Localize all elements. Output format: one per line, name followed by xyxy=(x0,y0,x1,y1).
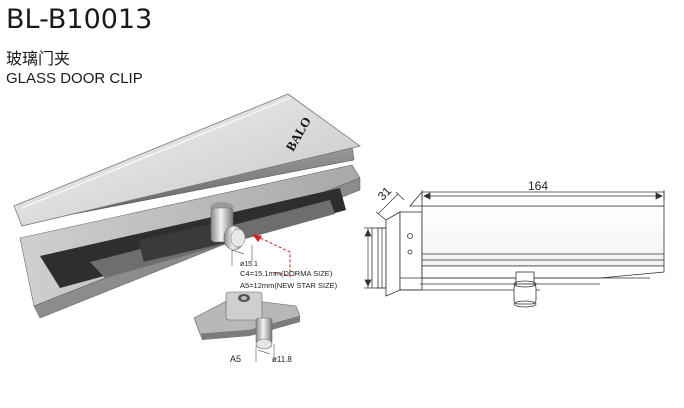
product-model: BL-B10013 xyxy=(6,4,153,35)
svg-text:ø15.1: ø15.1 xyxy=(240,261,258,268)
technical-drawing xyxy=(371,191,665,308)
spec-c4-label: C4=15.1mm(DORMA SIZE) xyxy=(240,269,333,278)
length-value: 164 xyxy=(528,179,548,193)
spec-a5-label: A5=12mm(NEW STAR SIZE) xyxy=(240,281,338,290)
svg-text:ø11.8: ø11.8 xyxy=(272,355,292,364)
length-dimension xyxy=(421,190,665,200)
height-dimension xyxy=(364,227,386,289)
a5-label: A5 xyxy=(230,354,241,364)
width-dimension xyxy=(375,191,405,221)
product-name-cn: 玻璃门夹 xyxy=(6,49,71,68)
a5-accessory-render xyxy=(193,291,301,350)
spec-annotation-arrow xyxy=(252,234,291,277)
glass-door-clip-render: BALO xyxy=(13,93,361,319)
pin-diameter-dimension: ø15.1 xyxy=(231,245,258,268)
product-name-en: GLASS DOOR CLIP xyxy=(6,70,143,87)
a5-diameter-dimension: ø11.8 xyxy=(255,344,292,364)
